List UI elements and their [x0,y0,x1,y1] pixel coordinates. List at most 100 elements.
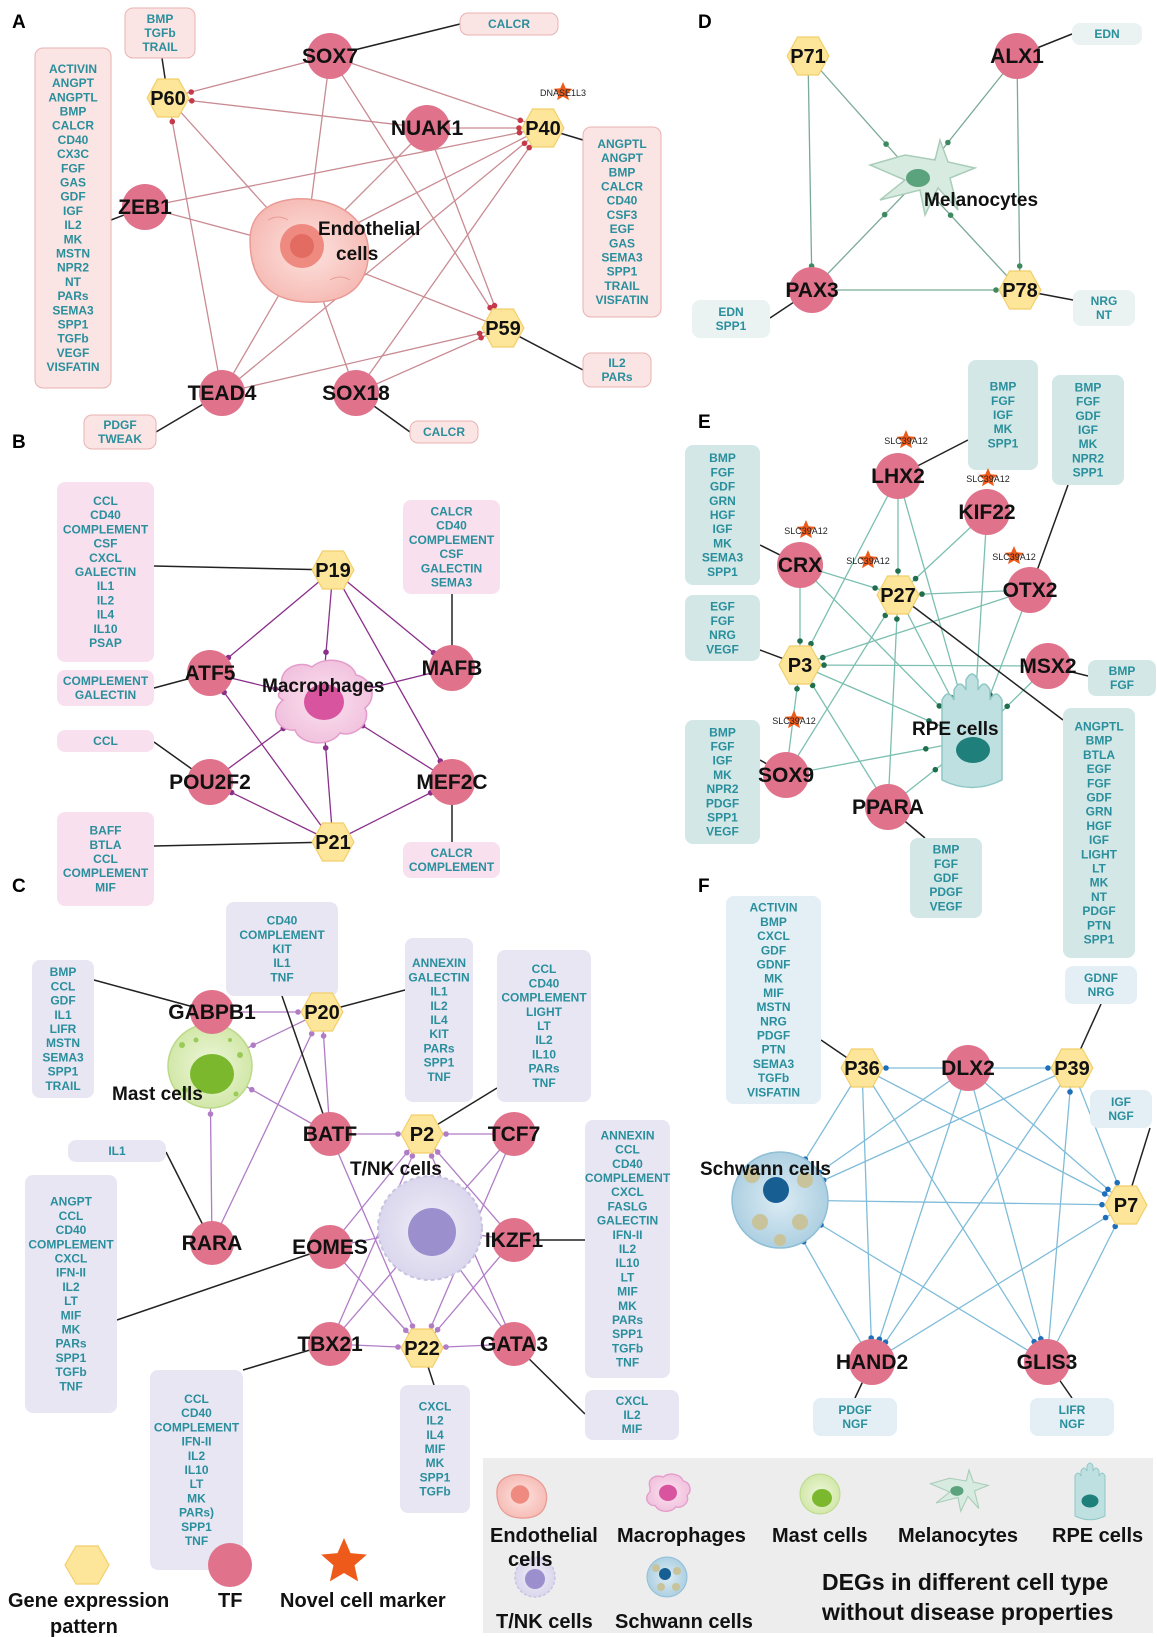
tf-node-nuak1: NUAK1 [391,105,463,151]
network-edge [799,664,1049,667]
gene-label: PDGF [757,1029,790,1043]
gene-label: GDF [1075,409,1100,423]
edge-arrow-dot [923,746,929,752]
gene-label: PDGF [929,885,962,899]
gene-label: IGF [993,408,1013,422]
novel-marker-label: SLC39A12 [966,474,1010,484]
panel-letter-b: B [12,432,26,453]
network-edge [167,55,331,99]
gene-label: LT [190,1477,204,1491]
gene-label: FGF [1110,678,1134,692]
gene-label: IL2 [608,356,626,370]
gene-label: SEMA3 [601,251,643,265]
legend-marker-label: Novel cell marker [280,1590,446,1612]
edge-arrow-dot [403,1327,409,1334]
gene-label: ANNEXIN [412,956,466,970]
gene-label: IL2 [623,1408,641,1422]
gene-label: FGF [711,614,735,628]
gene-label: EGF [710,600,735,614]
gene-label: FGF [711,740,735,754]
edge-arrow-dot [320,1033,327,1039]
gene-label: CCL [93,734,118,748]
gene-label: IGF [1078,423,1098,437]
network-edge [811,179,919,291]
gene-label: TWEAK [98,432,142,446]
gene-label: BMP [933,843,960,857]
tf-label: HAND2 [836,1351,908,1374]
gene-label: BMP [1109,664,1136,678]
network-edge [967,1067,1048,1363]
gene-label: SPP1 [716,319,747,333]
gene-label: CSF [440,547,464,561]
pattern-node-p3: P3 [778,645,822,685]
edge-arrow-dot [207,1111,214,1117]
network-edge [861,1067,873,1363]
gene-label: LIFR [1059,1403,1086,1417]
gene-label: TNF [427,1070,450,1084]
gene-label: BMP [1075,380,1102,394]
gene-label: FGF [61,161,85,175]
cell-label-tnk: T/NK cells [350,1159,442,1180]
network-edge [1016,55,1021,291]
gene-label: TGFb [55,1365,86,1379]
edge-arrow-dot [526,144,532,151]
gene-label: NGF [1108,1109,1133,1123]
tf-label: OTX2 [1003,579,1058,602]
gene-label: IL1 [108,1144,126,1158]
tf-label: TEAD4 [188,382,257,405]
gene-label: LT [621,1270,635,1284]
gene-label: CCL [184,1392,209,1406]
network-edge [887,594,899,808]
pattern-label: P39 [1054,1058,1090,1080]
network-edge [871,1204,1127,1363]
tf-label: TBX21 [297,1333,363,1356]
gene-label: PARs [55,1337,86,1351]
gene-label: LIGHT [526,1005,563,1019]
gene-label: CXCL [757,929,790,943]
network-edge [917,179,1021,291]
edge-arrow-dot [932,766,939,773]
gene-label: IGF [63,204,83,218]
gene-label: ANGPT [601,151,644,165]
network-edge [221,127,544,394]
gene-label: TRAIL [142,40,177,54]
gene-label: CALCR [52,119,94,133]
gene-label: IL1 [273,956,291,970]
edge-arrow-dot [1112,1223,1118,1230]
pattern-label: P19 [315,560,351,582]
gene-label: ANGPTL [597,137,646,151]
network-edge [329,55,544,129]
gene-label: BMP [709,725,736,739]
gene-label: TGFb [57,332,88,346]
gene-label: FGF [1087,776,1111,790]
gene-label: NPR2 [1072,451,1104,465]
gene-label: CCL [59,1209,84,1223]
gene-label: IL4 [426,1428,444,1442]
gene-label: MSTN [56,247,90,261]
panel-letter-a: A [12,12,26,33]
tf-label: SOX9 [758,764,814,787]
gene-label: BMP [50,965,77,979]
gene-label: SEMA3 [753,1057,795,1071]
gene-label: MSTN [46,1036,80,1050]
gene-label: MK [64,232,83,246]
edge-arrow-dot [993,287,999,293]
gene-label: COMPLEMENT [409,533,495,547]
legend-label-macrophages: Macrophages [617,1525,746,1547]
legend-pattern-label: Gene expression [8,1590,169,1612]
novel-marker-label: SLC39A12 [784,526,828,536]
gene-label: COMPLEMENT [239,928,325,942]
gene-label: BMP [760,915,787,929]
gene-label: LT [1092,862,1106,876]
gene-box-e-p27: ANGPTLBMPBTLAEGFFGFGDFGRNHGFIGFLIGHTLTMK… [1063,708,1135,958]
gene-label: IL2 [619,1242,637,1256]
network-edge [329,55,504,329]
gene-label: SPP1 [181,1520,212,1534]
gene-label: MIF [617,1285,638,1299]
edge-arrow-dot [249,1086,255,1093]
edge-arrow-dot [1105,1186,1111,1193]
gene-label: BMP [60,105,87,119]
